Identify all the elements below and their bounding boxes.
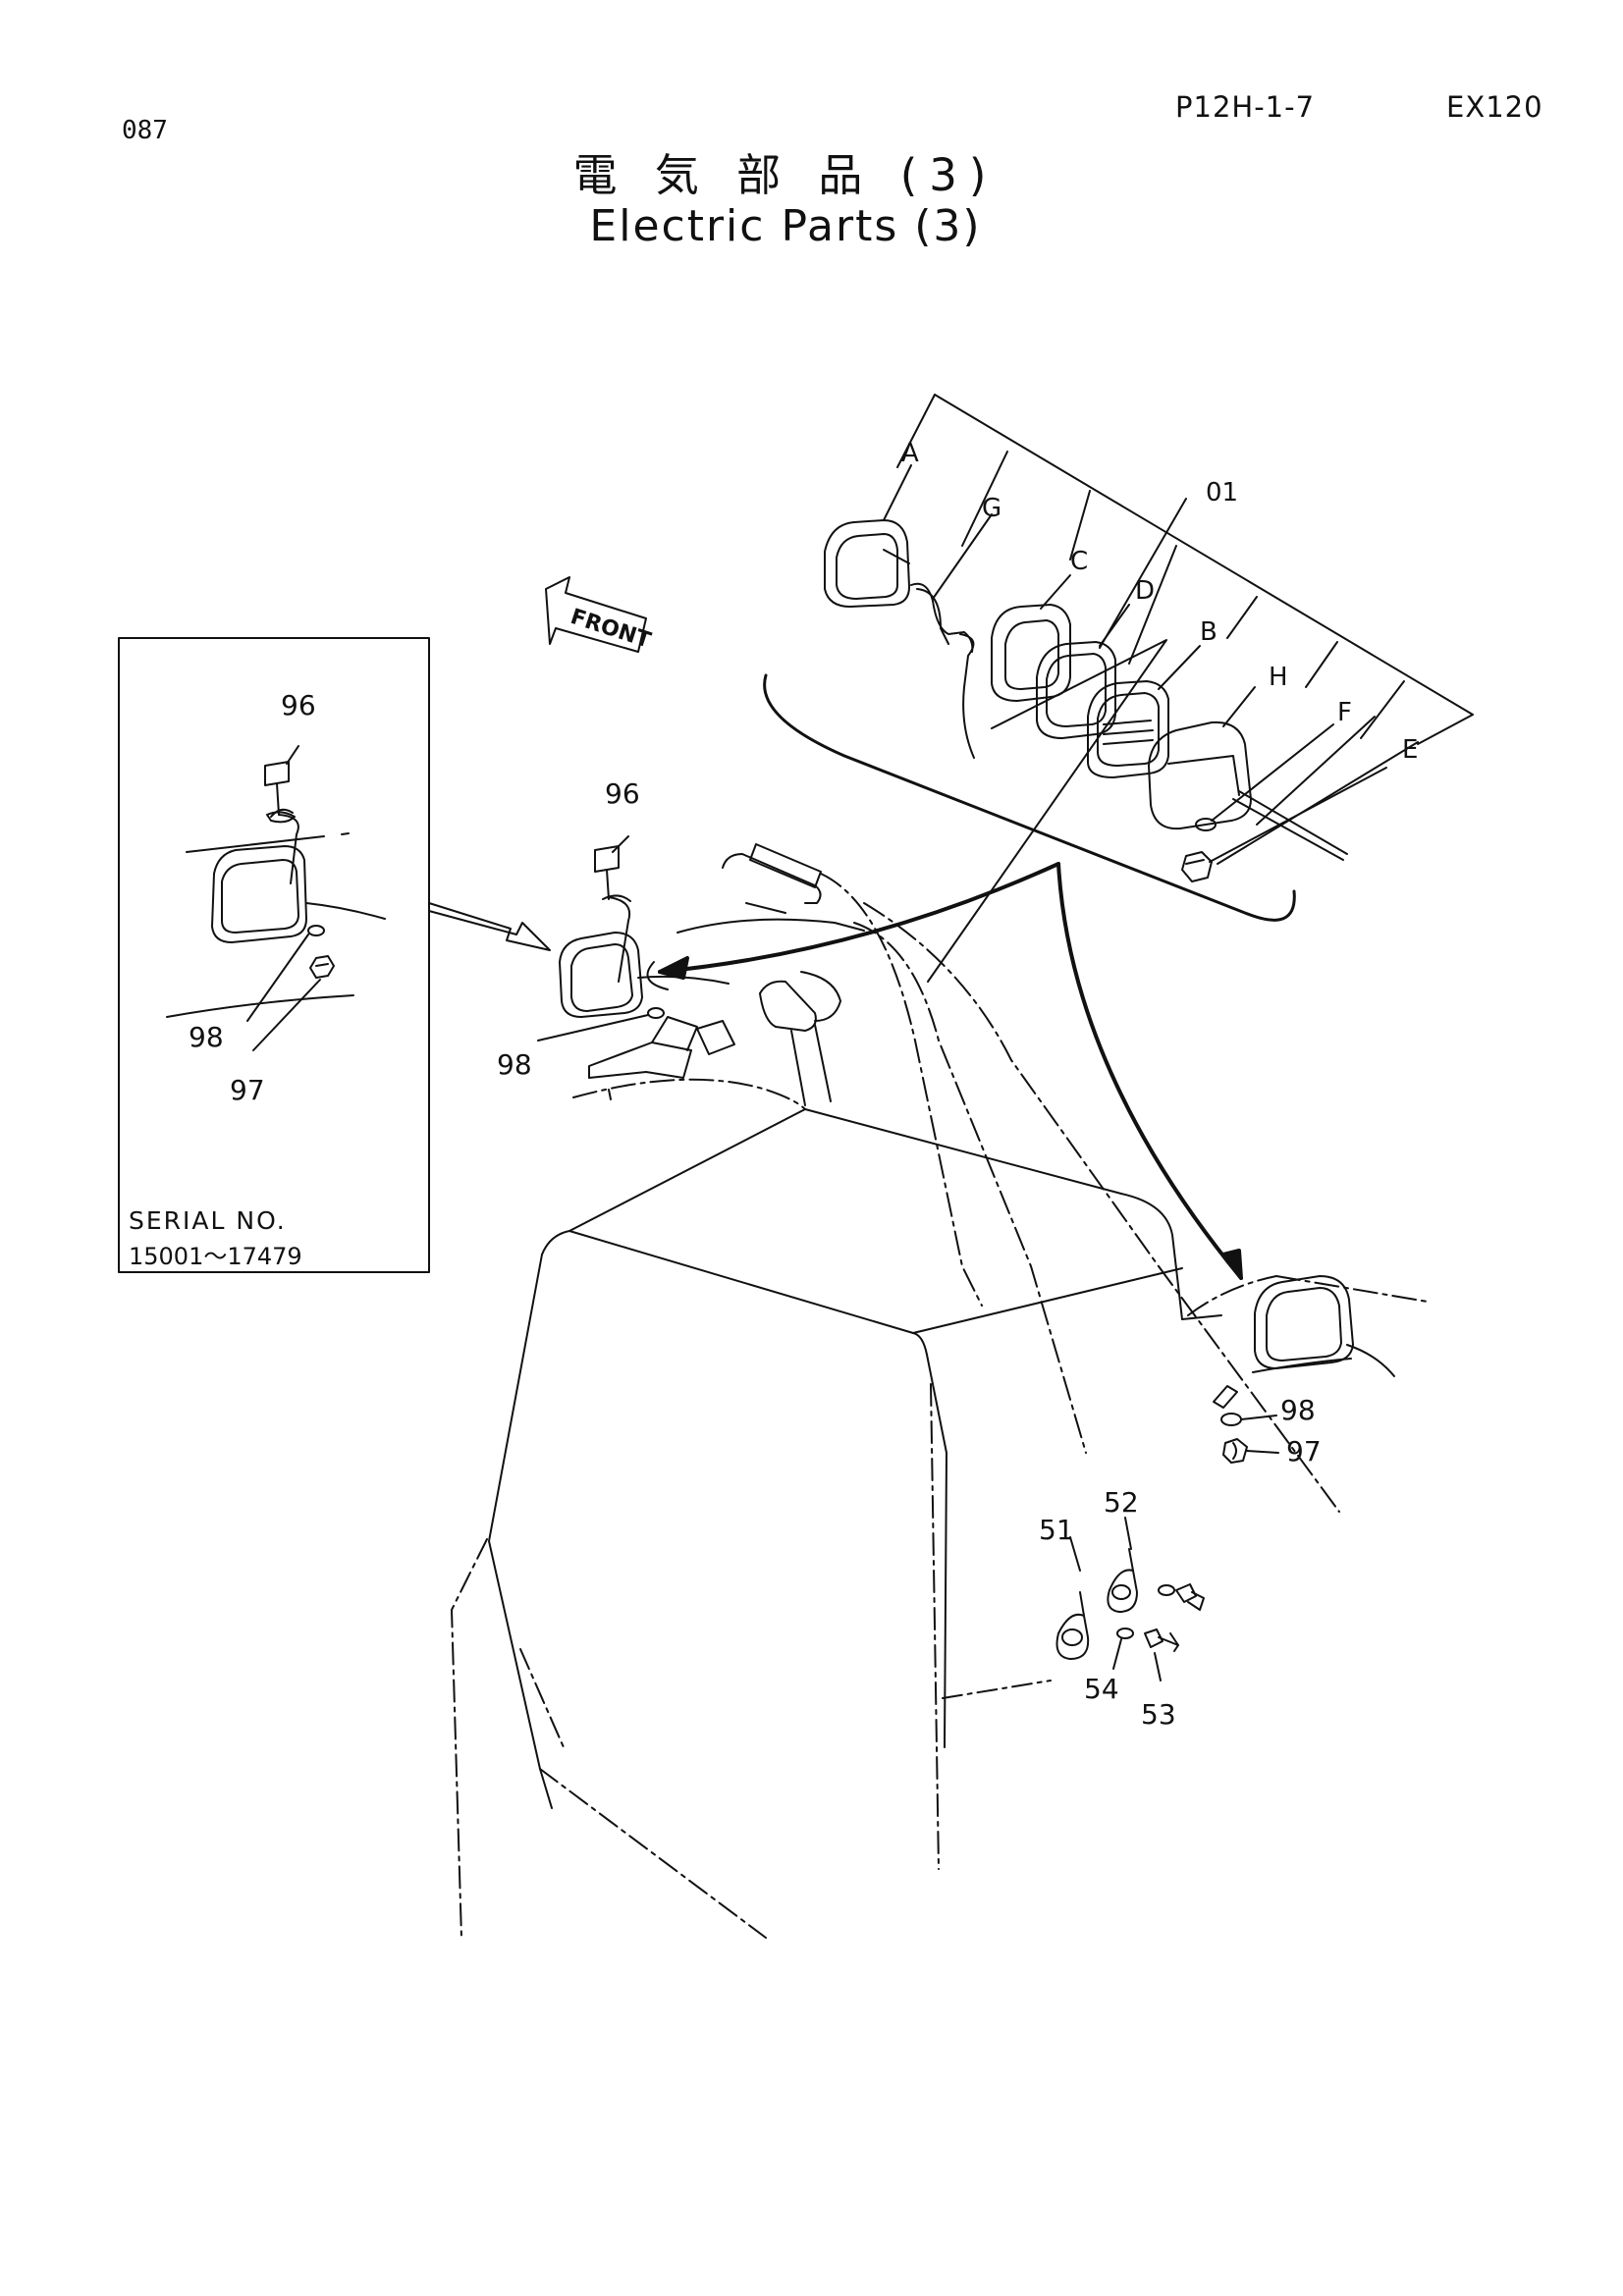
main-callout-98-right: 98 [1280,1394,1316,1426]
main-right-lamp: 98 97 [1213,1275,1395,1468]
explode-label-b: B [1200,617,1217,647]
page-title-japanese: 電 気 部 品 (3) [572,149,999,201]
inset-lamp-illustration [166,745,386,1051]
explode-label-h: H [1269,663,1288,692]
front-direction-arrow: FRONT [545,576,654,654]
explode-label-g: G [982,494,1001,523]
inset-callout-98: 98 [189,1021,224,1053]
exploded-lamp-view: A G 01 C D B H F E [763,394,1474,983]
page-title-english: Electric Parts (3) [589,201,982,251]
explode-label-d: D [1135,576,1155,606]
inset-serial-label: SERIAL NO. [129,1206,287,1235]
main-callout-97-right: 97 [1286,1435,1322,1468]
page-number: 087 [122,116,168,145]
main-callout-54: 54 [1084,1673,1119,1705]
mounting-hardware: 51 52 54 53 [1039,1486,1205,1731]
explode-label-e: E [1402,735,1418,765]
explode-label-01: 01 [1206,478,1238,507]
page-code: P12H-1-7 [1175,90,1316,124]
main-left-lamp: 96 98 [497,777,730,1081]
inset-serial-range: 15001～17479 [129,1243,302,1270]
front-label: FRONT [568,605,654,654]
explode-label-c: C [1070,547,1088,576]
machine-body-outline [451,843,1429,1939]
inset-callout-96: 96 [281,689,316,721]
explode-label-a: A [901,439,919,468]
main-callout-96: 96 [605,777,640,810]
explode-label-f: F [1337,698,1352,727]
main-callout-98-left: 98 [497,1048,532,1081]
main-callout-52: 52 [1104,1486,1139,1519]
inset-box: 96 98 97 SERIAL NO. 15001～17479 [118,637,430,1273]
inset-callout-97: 97 [230,1074,265,1106]
model-code: EX120 [1446,90,1543,124]
assembly-arrows [658,862,1243,1280]
main-callout-53: 53 [1141,1698,1176,1731]
main-callout-51: 51 [1039,1514,1074,1546]
inset-pointer-arrow [428,902,551,951]
